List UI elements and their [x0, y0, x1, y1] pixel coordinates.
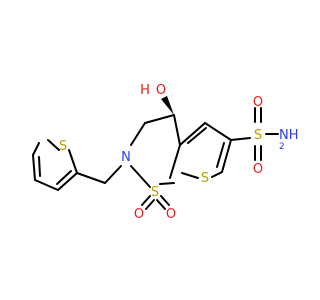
bond [38, 156, 41, 177]
bond [68, 149, 78, 174]
bond [230, 137, 251, 141]
bond [169, 144, 181, 179]
atom-oxygen-sulfonamide-top: O [253, 95, 263, 110]
bond [130, 165, 151, 188]
bond [181, 172, 199, 179]
atom-amine-subscript: 2 [279, 142, 285, 152]
bond [57, 172, 78, 191]
bond [130, 122, 146, 146]
bond [156, 199, 166, 210]
atom-oxygen-sulfonyl-right: O [166, 207, 176, 222]
atom-hydrogen-hydroxyl: H [140, 83, 150, 98]
bond [179, 122, 206, 146]
bond [159, 182, 175, 185]
structure-diagram: O H N S S S S O O O O NH 2 [32, 83, 299, 222]
bond [56, 170, 72, 185]
atom-oxygen-hydroxyl: O [156, 83, 166, 98]
atom-sulfur-sulfonyl: S [151, 185, 159, 200]
atom-oxygen-sulfonamide-bottom: O [253, 162, 263, 177]
thiophene-core-ring [179, 122, 232, 179]
molecule-canvas: O H N S S S S O O O O NH 2 [32, 83, 299, 222]
bond [47, 139, 60, 151]
bond [173, 114, 181, 146]
bond [160, 195, 170, 206]
bond [221, 139, 232, 173]
bond [211, 171, 223, 178]
bond [104, 165, 122, 184]
bond [34, 179, 59, 191]
bond [204, 122, 232, 141]
atom-sulfur-sulfonamide: S [254, 128, 262, 143]
atom-sulfur-thiophene-side: S [59, 139, 67, 154]
bond [145, 199, 155, 210]
atom-oxygen-sulfonyl-left: O [134, 207, 144, 222]
atom-nitrogen-ring: N [121, 150, 131, 165]
bond [187, 127, 207, 144]
stereo-wedge-bond [161, 96, 174, 115]
bond [141, 195, 151, 206]
thiazine-ring [130, 114, 181, 188]
bond [32, 154, 36, 181]
atom-sulfur-thiophene-core: S [201, 171, 209, 186]
thiophene-side-ring [32, 139, 78, 191]
bond [32, 142, 40, 156]
bond [76, 172, 106, 184]
atom-amine-nh: NH [279, 128, 299, 143]
bond [216, 142, 225, 168]
bond [144, 114, 175, 124]
